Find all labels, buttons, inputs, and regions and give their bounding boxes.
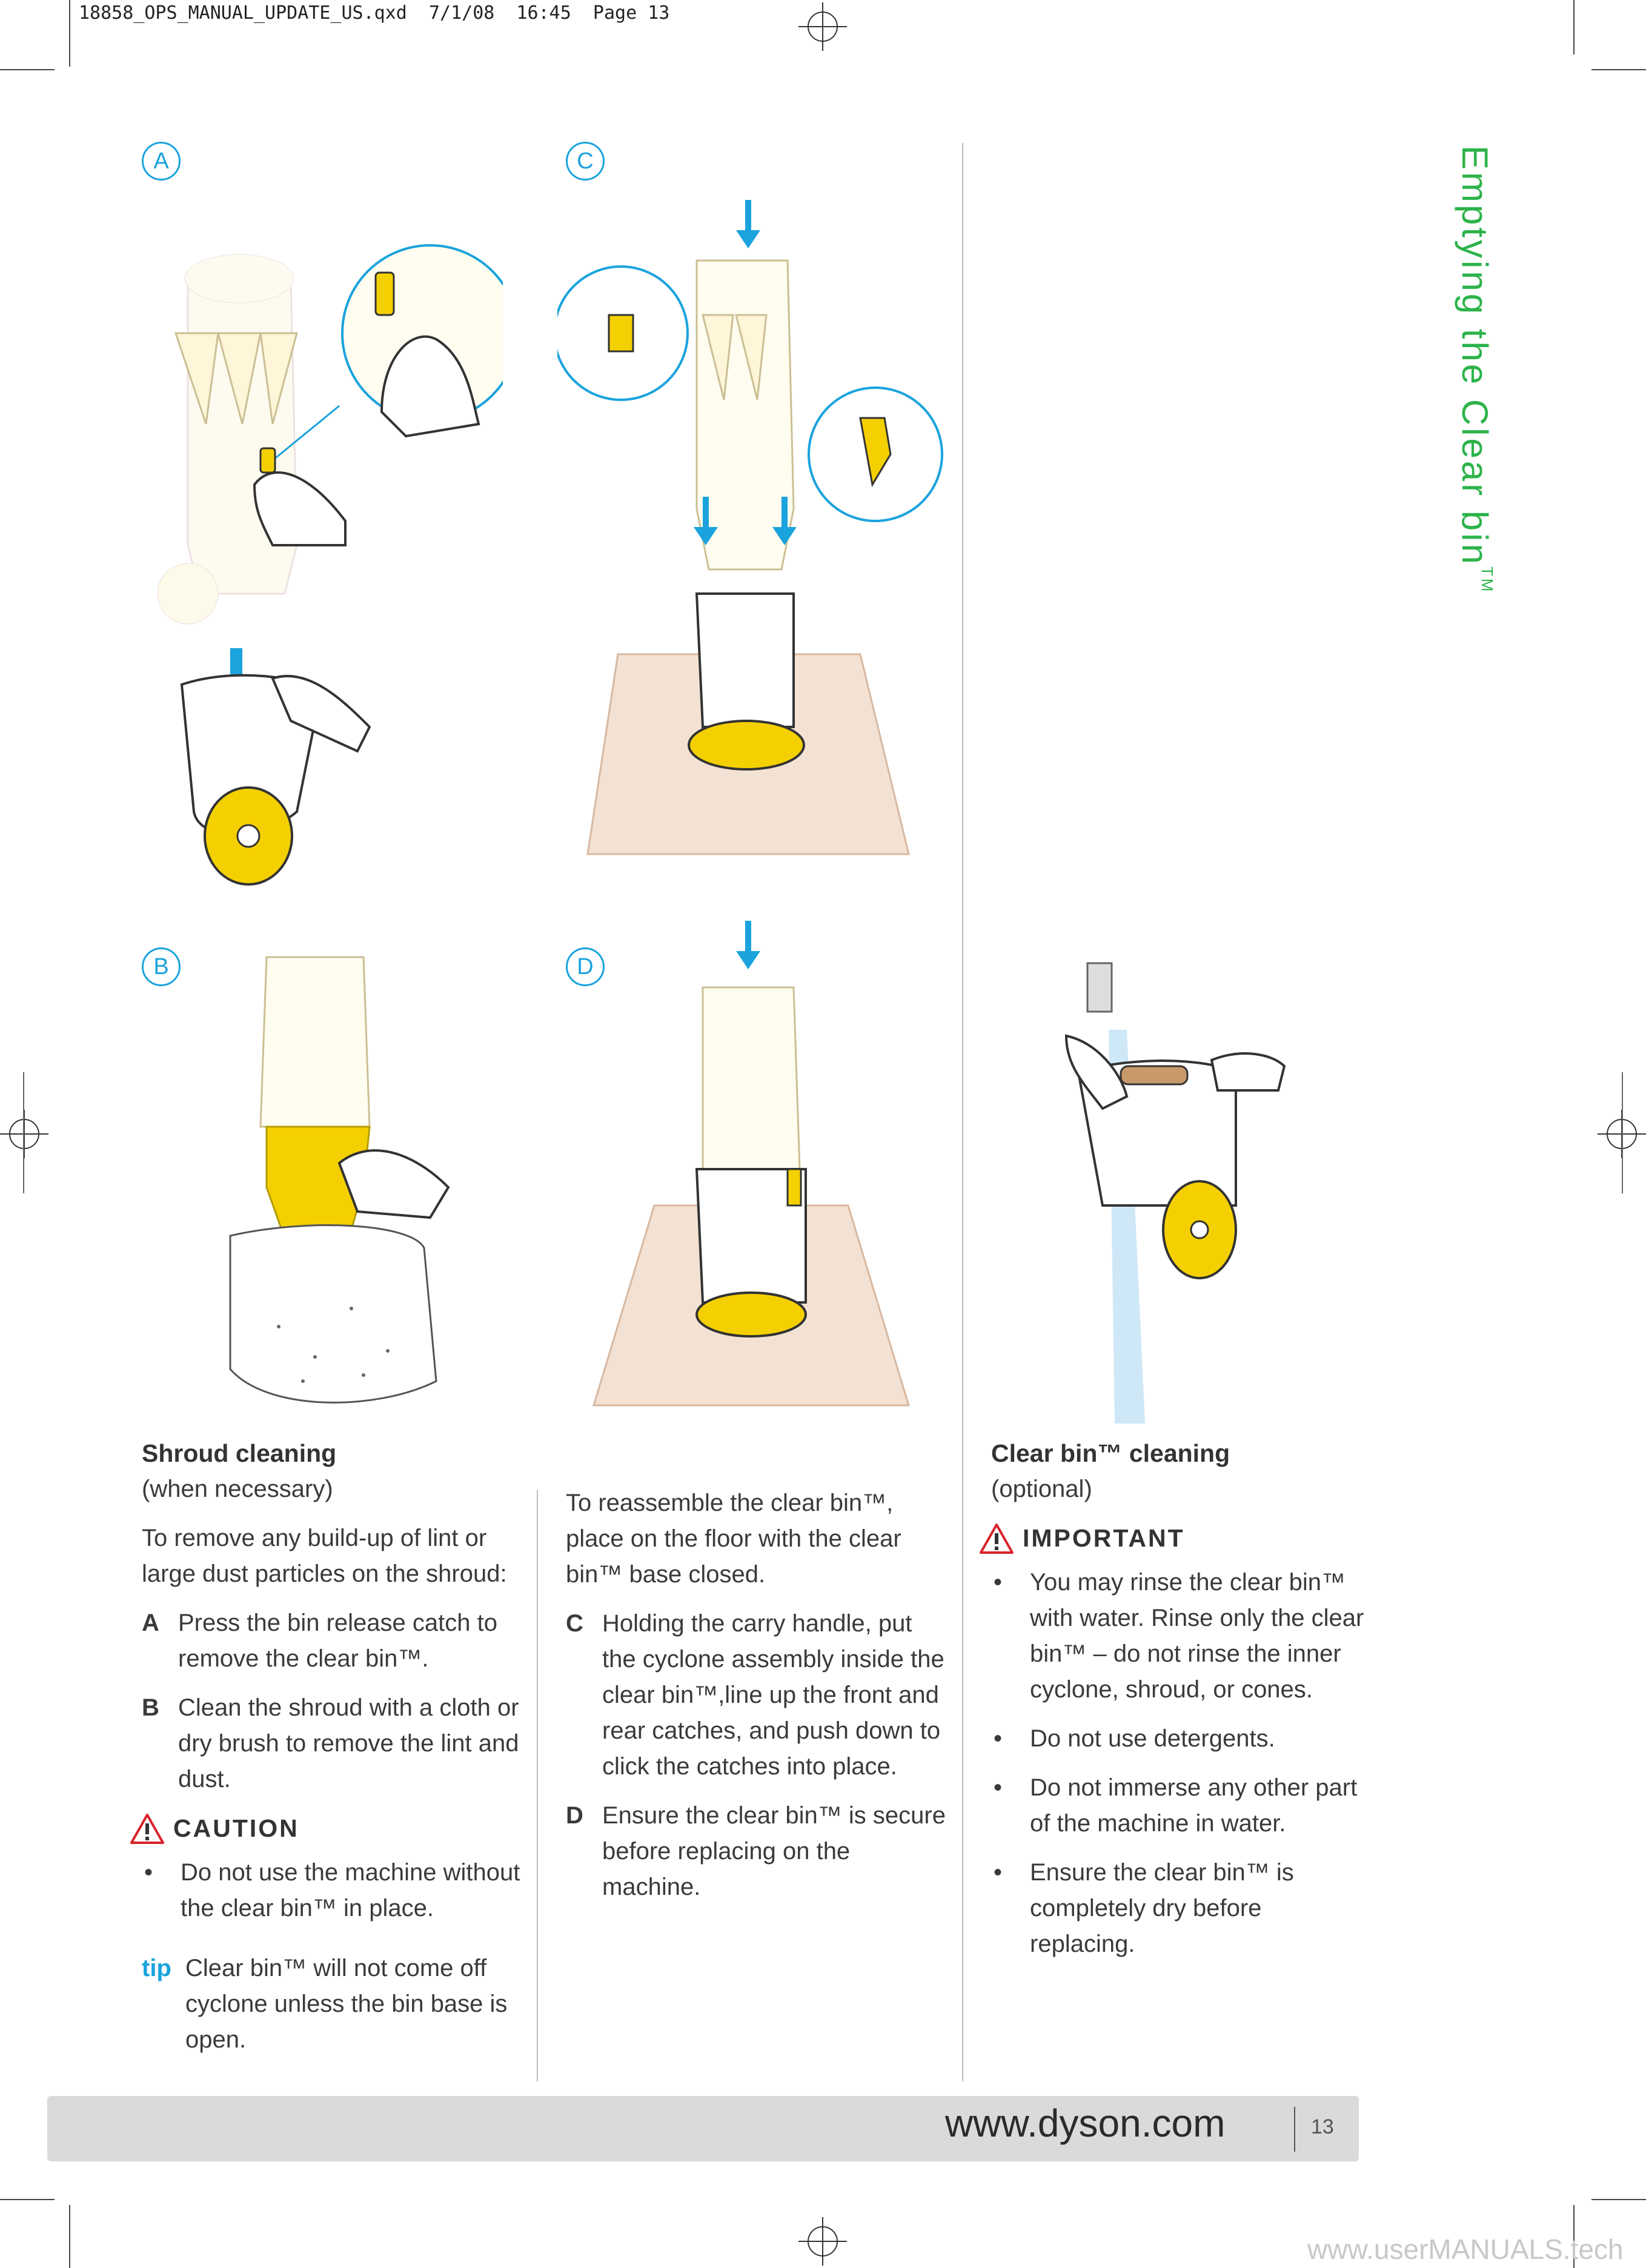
bullet-text: Ensure the clear bin™ is completely dry … [1030,1859,1294,1957]
down-arrow-icon [736,200,760,248]
registration-mark-bottom [798,2217,847,2266]
registration-mark-left [0,1110,48,1158]
bullet-item: • Do not use the machine without the cle… [142,1855,529,1926]
crop-mark [1591,69,1646,70]
crop-mark [0,69,55,70]
reassemble-section: To reassemble the clear bin™, place on t… [566,1485,947,1918]
bullet-item: • Do not immerse any other part of the m… [991,1770,1367,1842]
crop-mark [23,1072,24,1193]
step-label-b: B [142,947,181,986]
step-key: C [566,1610,583,1637]
illustration-remove-bin [157,244,503,886]
crop-mark [69,0,70,67]
important-label: IMPORTANT [979,1520,1367,1556]
step-label-a: A [142,142,181,181]
clear-bin-cleaning-section: Clear bin™ cleaning (optional) IMPORTANT… [980,1436,1367,1975]
crop-mark [1622,1072,1623,1193]
step-item: D Ensure the clear bin™ is secure before… [566,1798,947,1905]
crop-mark [69,2205,70,2268]
trademark-mark: TM [1478,566,1496,594]
bullet-text: Do not use the machine without the clear… [181,1859,520,1921]
tip-text: Clear bin™ will not come off cyclone unl… [185,1955,508,2053]
tip-note: tip Clear bin™ will not come off cyclone… [142,1951,529,2058]
important-text: IMPORTANT [1023,1524,1185,1552]
clear-bin-heading: Clear bin™ cleaning [991,1439,1230,1467]
step-label-c: C [566,142,605,181]
print-slug: 18858_OPS_MANUAL_UPDATE_US.qxd 7/1/08 16… [79,2,670,24]
step-text: Holding the carry handle, put the cyclon… [602,1610,944,1780]
section-title-text: Emptying the Clear bin [1455,145,1495,566]
bullet-text: You may rinse the clear bin™ with water.… [1030,1569,1364,1703]
caution-text: CAUTION [173,1814,299,1842]
crop-mark [0,2199,55,2200]
illustration-rinse-bin [1064,962,1286,1424]
step-text: Clean the shroud with a cloth or dry bru… [178,1694,519,1792]
brush-icon [1120,1065,1189,1086]
crop-mark [1573,0,1575,55]
step-label-d: D [566,947,605,986]
shroud-intro: To remove any build-up of lint or large … [142,1525,507,1587]
warning-icon [980,1523,1014,1554]
bullet-item: • You may rinse the clear bin™ with wate… [991,1565,1367,1708]
watermark: www.userMANUALS.tech [1307,2233,1624,2265]
reassemble-intro: To reassemble the clear bin™, place on t… [566,1490,901,1588]
website-link[interactable]: www.dyson.com [945,2101,1226,2145]
section-title: Emptying the Clear binTM [1454,145,1496,594]
bullet-dot: • [994,1569,1003,1596]
illustration-reassemble [557,200,943,855]
step-item: A Press the bin release catch to remove … [142,1605,529,1677]
column-divider [537,1490,538,2081]
bullet-dot: • [994,1725,1003,1752]
tap-icon [1086,962,1113,1013]
footer-bar [47,2096,1359,2161]
step-key: A [142,1610,159,1636]
bullet-text: Do not immerse any other part of the mac… [1030,1774,1358,1837]
down-arrow-icon [736,921,760,969]
column-divider [962,143,963,2081]
warning-icon [130,1813,164,1844]
shroud-cleaning-section: Shroud cleaning (when necessary) To remo… [130,1436,529,2058]
bullet-dot: • [994,1774,1003,1801]
crop-mark [1573,2205,1575,2268]
clear-bin-subtitle: (optional) [991,1476,1092,1502]
step-item: B Clean the shroud with a cloth or dry b… [142,1690,529,1797]
step-key: B [142,1694,159,1721]
shroud-heading: Shroud cleaning [142,1439,337,1467]
registration-mark-top [798,2,847,51]
crop-mark [1591,2199,1646,2200]
bullet-item: • Ensure the clear bin™ is completely dr… [991,1855,1367,1962]
bullet-dot: • [144,1859,153,1886]
illustration-shroud-cleaning [229,956,450,1404]
step-text: Ensure the clear bin™ is secure before r… [602,1802,946,1900]
bullet-dot: • [994,1859,1003,1886]
step-text: Press the bin release catch to remove th… [178,1610,497,1672]
illustration-secure-bin [592,921,911,1407]
step-item: C Holding the carry handle, put the cycl… [566,1606,947,1785]
bullet-item: • Do not use detergents. [991,1721,1367,1757]
footer-divider [1294,2107,1295,2152]
page-number: 13 [1311,2115,1334,2138]
shroud-subtitle: (when necessary) [142,1476,333,1502]
bullet-text: Do not use detergents. [1030,1725,1275,1752]
caution-label: CAUTION [130,1811,529,1846]
tip-label: tip [142,1955,171,1981]
release-catch-icon [374,271,395,316]
step-key: D [566,1802,583,1829]
